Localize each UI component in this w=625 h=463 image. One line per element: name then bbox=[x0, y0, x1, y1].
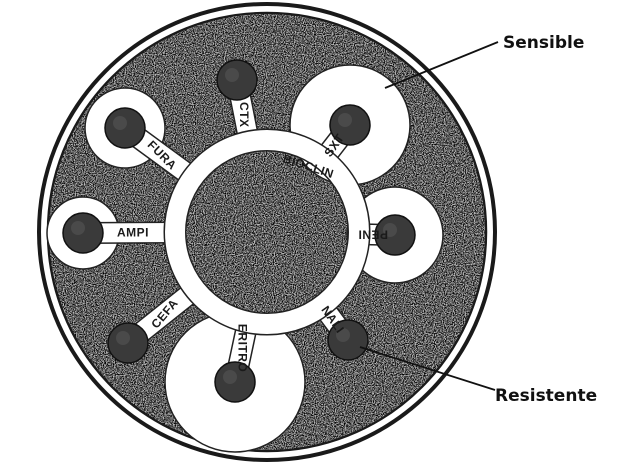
sensible-label: Sensible bbox=[503, 33, 584, 53]
antibiotic-disk-ctx bbox=[217, 60, 257, 100]
antibiotic-disk-ampi bbox=[63, 213, 103, 253]
disk-shade-eritro bbox=[223, 370, 237, 384]
disk-label-ctx: CTX bbox=[237, 102, 251, 128]
disk-label-peni: PENI bbox=[358, 227, 388, 241]
disk-shade-sxt bbox=[338, 113, 352, 127]
disk-shade-ampi bbox=[71, 221, 85, 235]
disk-shade-ctx bbox=[225, 68, 239, 82]
disk-label-eritro: ERITRO bbox=[235, 324, 249, 372]
antibiotic-disk-fura bbox=[105, 108, 145, 148]
disk-label-ampi: AMPI bbox=[117, 226, 149, 240]
disk-shade-fura bbox=[113, 116, 127, 130]
resistente-label: Resistente bbox=[495, 386, 597, 406]
disk-shade-cefa bbox=[116, 331, 130, 345]
antibiotic-disk-cefa bbox=[108, 323, 148, 363]
